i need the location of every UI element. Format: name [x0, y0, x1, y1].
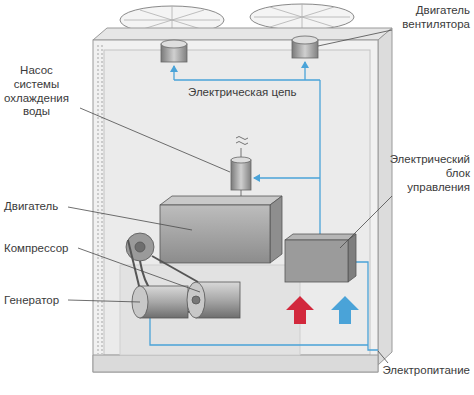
- part-label: Компрессор: [4, 242, 68, 256]
- part-label: Электрический блок управления: [390, 153, 470, 194]
- part-label: Генератор: [4, 294, 59, 308]
- circuit-label: Электрическая цепь: [188, 86, 297, 100]
- part-label: Электропитание: [382, 364, 470, 378]
- part-label: Насос системы охлаждения воды: [4, 64, 69, 119]
- part-label: Двигатель вентилятора: [402, 4, 470, 32]
- part-label: Двигатель: [4, 200, 58, 214]
